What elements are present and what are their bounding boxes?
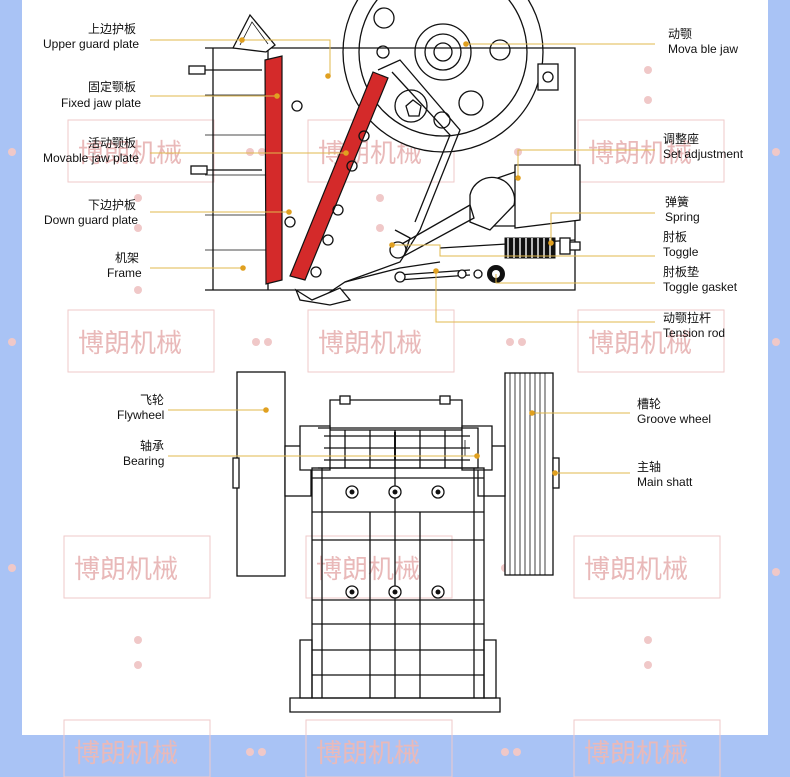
watermarks: 博朗机械 博朗机械 博朗机械 博朗机械 博朗机械 博朗机械 博朗机械 博朗机械 … bbox=[8, 66, 780, 777]
watermark-tile: 博朗机械 博朗机械 博朗机械 博朗机械 博朗机械 博朗机械 博朗机械 博朗机械 … bbox=[63, 119, 725, 777]
label-spring-zh: 弹簧 bbox=[665, 194, 689, 209]
label-groove-wheel-en: Groove wheel bbox=[637, 412, 711, 426]
label-bearing-zh: 轴承 bbox=[140, 438, 164, 453]
eccentric-wheel bbox=[342, 0, 544, 153]
label-tension-rod-zh: 动颚拉杆 bbox=[663, 310, 711, 325]
label-groove-wheel-zh: 槽轮 bbox=[637, 397, 661, 411]
label-toggle-gasket-en: Toggle gasket bbox=[663, 280, 738, 294]
svg-text:博朗机械: 博朗机械 bbox=[316, 555, 420, 585]
label-fixed-jaw-plate-zh: 固定颚板 bbox=[88, 79, 136, 94]
label-flywheel-zh: 飞轮 bbox=[140, 393, 164, 407]
label-tension-rod-en: Tension rod bbox=[663, 326, 725, 340]
svg-text:博朗机械: 博朗机械 bbox=[584, 555, 688, 585]
svg-text:博朗机械: 博朗机械 bbox=[78, 329, 182, 359]
front-view bbox=[232, 371, 560, 713]
label-set-adjustment-zh: 调整座 bbox=[663, 131, 699, 146]
label-fixed-jaw-plate-en: Fixed jaw plate bbox=[61, 96, 141, 110]
leader-dots bbox=[239, 37, 558, 476]
leader-lines bbox=[150, 39, 655, 474]
label-toggle-zh: 肘板 bbox=[663, 229, 687, 244]
label-down-guard-plate-zh: 下边护板 bbox=[88, 198, 136, 212]
label-toggle-en: Toggle bbox=[663, 245, 699, 259]
groove-wheel-shape bbox=[504, 372, 554, 576]
spring bbox=[439, 237, 581, 259]
label-movable-jaw-plate-en: Movable jaw plate bbox=[43, 151, 139, 165]
label-main-shaft-en: Main shatt bbox=[637, 475, 693, 489]
fixed-jaw-plate bbox=[264, 55, 283, 285]
label-movable-jaw-plate-zh: 活动颚板 bbox=[88, 136, 136, 150]
svg-text:博朗机械: 博朗机械 bbox=[588, 139, 692, 169]
label-frame-en: Frame bbox=[107, 266, 142, 280]
label-flywheel-en: Flywheel bbox=[117, 408, 164, 422]
side-view bbox=[188, 0, 581, 306]
labels: 上边护板 Upper guard plate 固定颚板 Fixed jaw pl… bbox=[43, 22, 744, 489]
label-moving-jaw-zh: 动颚 bbox=[668, 27, 692, 41]
label-bearing-en: Bearing bbox=[123, 454, 164, 468]
svg-text:博朗机械: 博朗机械 bbox=[316, 739, 420, 769]
label-set-adjustment-en: Set adjustment bbox=[663, 147, 744, 161]
label-toggle-gasket-zh: 肘板垫 bbox=[663, 264, 699, 279]
label-main-shaft-zh: 主轴 bbox=[637, 459, 661, 474]
svg-text:博朗机械: 博朗机械 bbox=[74, 739, 178, 769]
movable-jaw-plate bbox=[289, 71, 389, 281]
label-spring-en: Spring bbox=[665, 210, 700, 224]
svg-text:博朗机械: 博朗机械 bbox=[78, 139, 182, 169]
flywheel-shape bbox=[236, 371, 286, 577]
label-upper-guard-plate-en: Upper guard plate bbox=[43, 37, 139, 51]
svg-text:博朗机械: 博朗机械 bbox=[584, 739, 688, 769]
svg-text:博朗机械: 博朗机械 bbox=[588, 329, 692, 359]
label-upper-guard-plate-zh: 上边护板 bbox=[88, 22, 136, 36]
label-frame-zh: 机架 bbox=[115, 251, 139, 265]
svg-text:博朗机械: 博朗机械 bbox=[74, 555, 178, 585]
label-moving-jaw-en: Mova ble jaw bbox=[668, 42, 738, 56]
svg-text:博朗机械: 博朗机械 bbox=[318, 329, 422, 359]
label-down-guard-plate-en: Down guard plate bbox=[44, 213, 138, 227]
